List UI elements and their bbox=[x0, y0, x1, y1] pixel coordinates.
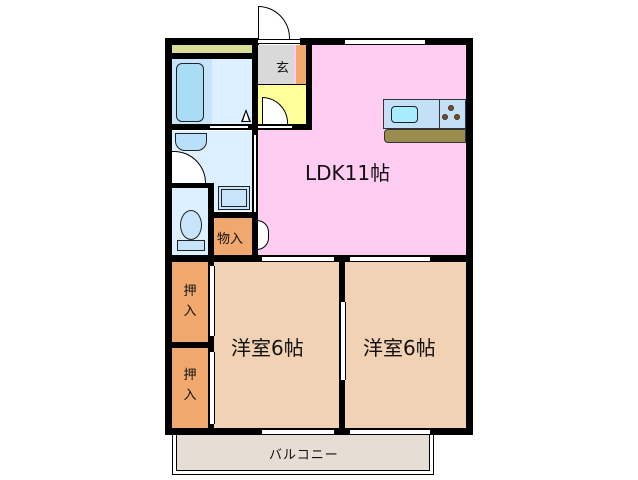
washing-machine-icon bbox=[218, 186, 250, 210]
balcony: バルコニー bbox=[172, 433, 434, 475]
front-door-swing-icon[interactable] bbox=[258, 6, 290, 40]
shelf bbox=[172, 45, 252, 53]
closet-1-label-2: 入 bbox=[183, 304, 197, 319]
storage-label: 物入 bbox=[217, 232, 244, 247]
bedroom-1-label: 洋室6帖 bbox=[231, 336, 304, 360]
ldk-label: LDK11帖 bbox=[305, 161, 391, 185]
door-opening bbox=[350, 256, 430, 262]
wall-entrance-right bbox=[306, 45, 312, 125]
wall-right bbox=[466, 38, 473, 435]
wall-toilet-top bbox=[172, 183, 214, 188]
room-bedroom-2: 洋室6帖 bbox=[345, 262, 466, 428]
kitchen-worktop bbox=[384, 129, 466, 143]
door-opening bbox=[262, 256, 334, 262]
wall-left bbox=[165, 38, 172, 435]
closet-door bbox=[209, 266, 215, 336]
entrance: 玄 bbox=[258, 45, 294, 84]
stove-burner-icon bbox=[454, 114, 460, 120]
closet-2-label-2: 入 bbox=[183, 388, 197, 403]
closet-1: 押 入 bbox=[172, 262, 208, 343]
wall-toilet-right bbox=[208, 183, 214, 258]
bathtub-icon bbox=[176, 63, 204, 122]
kitchen-counter bbox=[383, 99, 466, 129]
wall-closet-divider bbox=[165, 342, 214, 348]
room-bedroom-1: 洋室6帖 bbox=[213, 262, 339, 428]
bedroom-2-label: 洋室6帖 bbox=[363, 336, 436, 360]
wall-shelf-bottom bbox=[172, 53, 258, 59]
balcony-label: バルコニー bbox=[269, 448, 339, 463]
window bbox=[350, 429, 430, 435]
entrance-label: 玄 bbox=[276, 61, 290, 76]
toilet-icon bbox=[180, 210, 202, 240]
toilet-tank-icon bbox=[177, 240, 205, 251]
closet-2-label-1: 押 bbox=[183, 368, 197, 383]
storage: 物入 bbox=[214, 218, 252, 255]
closet-door bbox=[209, 352, 215, 424]
wall-entrance-divider bbox=[258, 84, 306, 85]
sliding-door bbox=[340, 302, 346, 380]
washbasin-icon bbox=[175, 133, 207, 151]
window bbox=[345, 39, 425, 45]
closet-2: 押 入 bbox=[172, 348, 208, 428]
wall-storage-top bbox=[208, 212, 258, 218]
sink-icon bbox=[391, 106, 418, 123]
window bbox=[262, 429, 334, 435]
closet-1-label-1: 押 bbox=[183, 284, 197, 299]
shoe-rack bbox=[296, 45, 306, 84]
stove-burner-icon bbox=[442, 114, 448, 120]
stove-burner-icon bbox=[448, 105, 454, 111]
wall-top-left bbox=[165, 38, 259, 45]
